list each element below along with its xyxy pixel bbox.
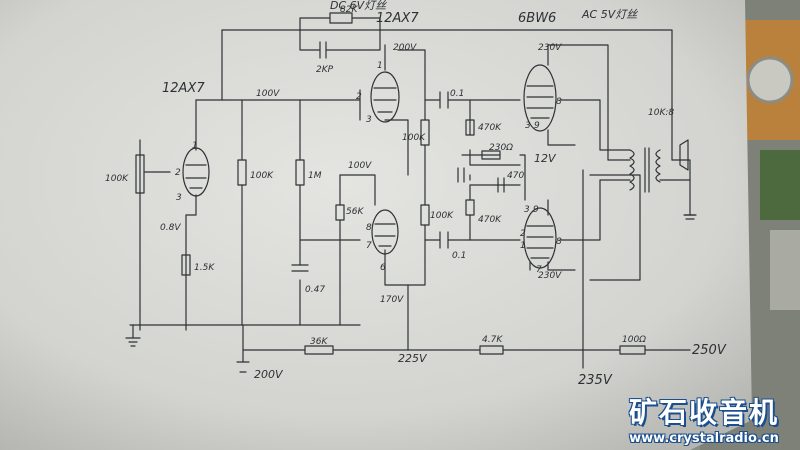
resistor-82k bbox=[329, 12, 353, 24]
pin-label: 2 bbox=[175, 168, 181, 178]
label-0-1-top: 0.1 bbox=[450, 89, 464, 99]
label-12v: 12V bbox=[534, 152, 557, 165]
pin-label: 6 bbox=[380, 263, 386, 273]
label-12ax7-left: 12AX7 bbox=[162, 81, 205, 96]
label-200v-top: 200V bbox=[393, 43, 417, 53]
label-transformer-ratio: 10K:8 bbox=[648, 108, 674, 118]
board-chassis bbox=[770, 230, 800, 310]
label-100v-pi: 100V bbox=[348, 161, 372, 171]
tube-12ax7-top bbox=[370, 71, 400, 123]
label-56k: 56K bbox=[346, 207, 364, 217]
pin-label: 1 bbox=[520, 241, 526, 251]
label-1-5k: 1.5K bbox=[194, 263, 215, 273]
tube-12ax7-bottom bbox=[371, 209, 399, 255]
label-0-8v: 0.8V bbox=[160, 223, 181, 233]
pin-label: 9 bbox=[533, 205, 539, 215]
pin-label: 8 bbox=[366, 223, 372, 233]
label-100k-plate-a: 100K bbox=[402, 133, 426, 143]
label-470k-a: 470K bbox=[478, 123, 502, 133]
pin-label: 7 bbox=[366, 241, 372, 251]
label-2kp: 2KP bbox=[316, 65, 334, 75]
resistor-56k bbox=[335, 204, 345, 221]
pin-label: 1 bbox=[377, 61, 383, 71]
tube-6bw6-bottom bbox=[523, 207, 557, 269]
label-heater-dc: DC 6V灯丝 bbox=[330, 0, 387, 12]
pin-label: 2 bbox=[520, 229, 526, 239]
label-12ax7-top: 12AX7 bbox=[376, 11, 419, 26]
resistor-100-ohm bbox=[619, 345, 646, 355]
label-170v: 170V bbox=[380, 295, 404, 305]
pin-label: 7 bbox=[536, 265, 542, 275]
resistor-470k-a bbox=[465, 119, 475, 136]
label-470k-b: 470K bbox=[478, 215, 502, 225]
label-100k-mid: 100K bbox=[250, 171, 274, 181]
pin-label: 8 bbox=[556, 237, 562, 247]
label-36k: 36K bbox=[310, 337, 328, 347]
resistor-pot-100k bbox=[135, 154, 145, 194]
resistor-36k bbox=[304, 345, 334, 355]
label-225v: 225V bbox=[398, 352, 428, 365]
board-socket bbox=[746, 56, 794, 104]
label-100k-pot: 100K bbox=[105, 174, 129, 184]
pin-label: 2 bbox=[356, 92, 362, 102]
label-200v-bottom: 200V bbox=[254, 368, 284, 381]
label-230-ohm: 230Ω bbox=[489, 143, 513, 153]
pin-label: 8 bbox=[556, 97, 562, 107]
label-1m: 1M bbox=[308, 171, 322, 181]
pin-label: 3 bbox=[525, 121, 531, 131]
label-100k-plate-b: 100K bbox=[430, 211, 454, 221]
pin-label: 1 bbox=[192, 141, 198, 151]
resistor-470k-b bbox=[465, 199, 475, 216]
tube-6bw6-top bbox=[523, 64, 557, 132]
watermark-url: www.crystalradio.cn bbox=[629, 431, 779, 446]
label-100-ohm: 100Ω bbox=[622, 335, 646, 345]
paper-sheet bbox=[0, 0, 752, 450]
output-transformer bbox=[629, 139, 689, 193]
resistor-1-5k bbox=[181, 254, 191, 276]
wiring bbox=[129, 17, 696, 373]
site-watermark: 矿石收音机 www.crystalradio.cn bbox=[614, 391, 794, 446]
label-230v-top: 230V bbox=[538, 43, 562, 53]
ground-symbol bbox=[125, 214, 697, 347]
resistors bbox=[135, 12, 646, 355]
pin-label: 3 bbox=[366, 115, 372, 125]
resistor-100k-plate-a bbox=[420, 119, 430, 146]
label-82k: 82K bbox=[340, 5, 358, 15]
labels: 12AX7 DC 6V灯丝 12AX7 6BW6 AC 5V灯丝 82K 2KP… bbox=[105, 0, 727, 388]
watermark-title: 矿石收音机 bbox=[628, 396, 779, 429]
resistor-100k-plate-b bbox=[420, 204, 430, 226]
pin-label: 3 bbox=[176, 193, 182, 203]
label-0-47: 0.47 bbox=[305, 285, 325, 295]
label-0-1-bottom: 0.1 bbox=[452, 251, 466, 261]
label-100v-rail: 100V bbox=[256, 89, 280, 99]
label-4-7k: 4.7K bbox=[482, 335, 503, 345]
resistor-1m bbox=[295, 159, 305, 186]
capacitors bbox=[291, 41, 505, 272]
label-230v-bottom: 230V bbox=[538, 271, 562, 281]
resistor-100k bbox=[237, 159, 247, 186]
pin-label: 9 bbox=[534, 121, 540, 131]
label-470: 470 bbox=[507, 171, 524, 181]
tube-12ax7-input bbox=[182, 147, 210, 197]
resistor-4-7k bbox=[479, 345, 504, 355]
label-235v: 235V bbox=[578, 373, 613, 388]
label-6bw6: 6BW6 bbox=[518, 11, 556, 26]
pin-label: 3 bbox=[524, 205, 530, 215]
resistor-230 bbox=[481, 150, 501, 160]
board-green-part bbox=[760, 150, 800, 220]
label-heater-ac: AC 5V灯丝 bbox=[581, 8, 638, 21]
label-250v: 250V bbox=[692, 343, 727, 358]
